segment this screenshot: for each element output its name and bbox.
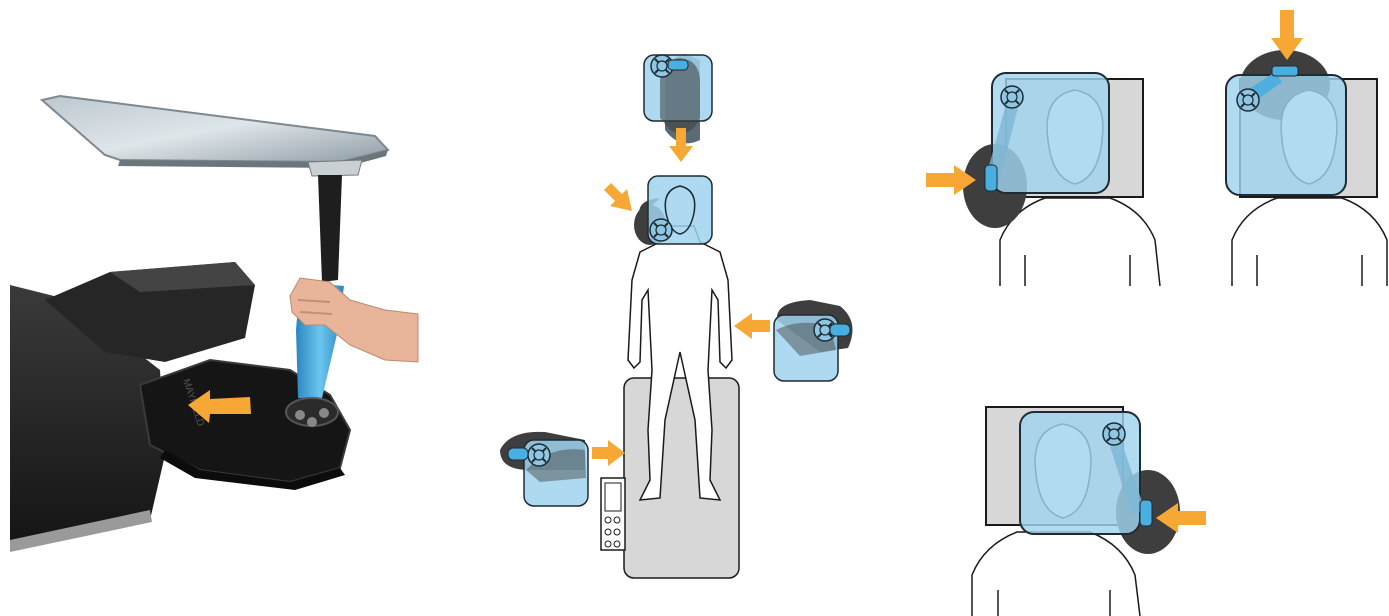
arrow-left-icon xyxy=(1156,503,1206,533)
insert-direction-arrow xyxy=(188,390,251,423)
support-pole xyxy=(318,175,342,282)
hand xyxy=(289,277,419,363)
head-right-side-mount xyxy=(971,406,1206,616)
arrow-down-icon xyxy=(669,128,693,162)
arrow-diagonal-icon xyxy=(604,183,632,211)
arrow-left-icon xyxy=(734,313,770,339)
head-top-mount xyxy=(1225,10,1388,286)
product-photo: MAYFIELD xyxy=(10,94,419,552)
patient-body-outline xyxy=(627,225,733,501)
tray-surface xyxy=(39,94,390,164)
operating-table-icon xyxy=(623,377,740,579)
arrow-right-icon xyxy=(592,440,625,466)
head-left-side-mount xyxy=(926,72,1161,287)
arrow-right-icon xyxy=(926,165,976,195)
top-view-body-placements xyxy=(500,54,853,579)
arrow-down-icon xyxy=(1271,10,1303,60)
